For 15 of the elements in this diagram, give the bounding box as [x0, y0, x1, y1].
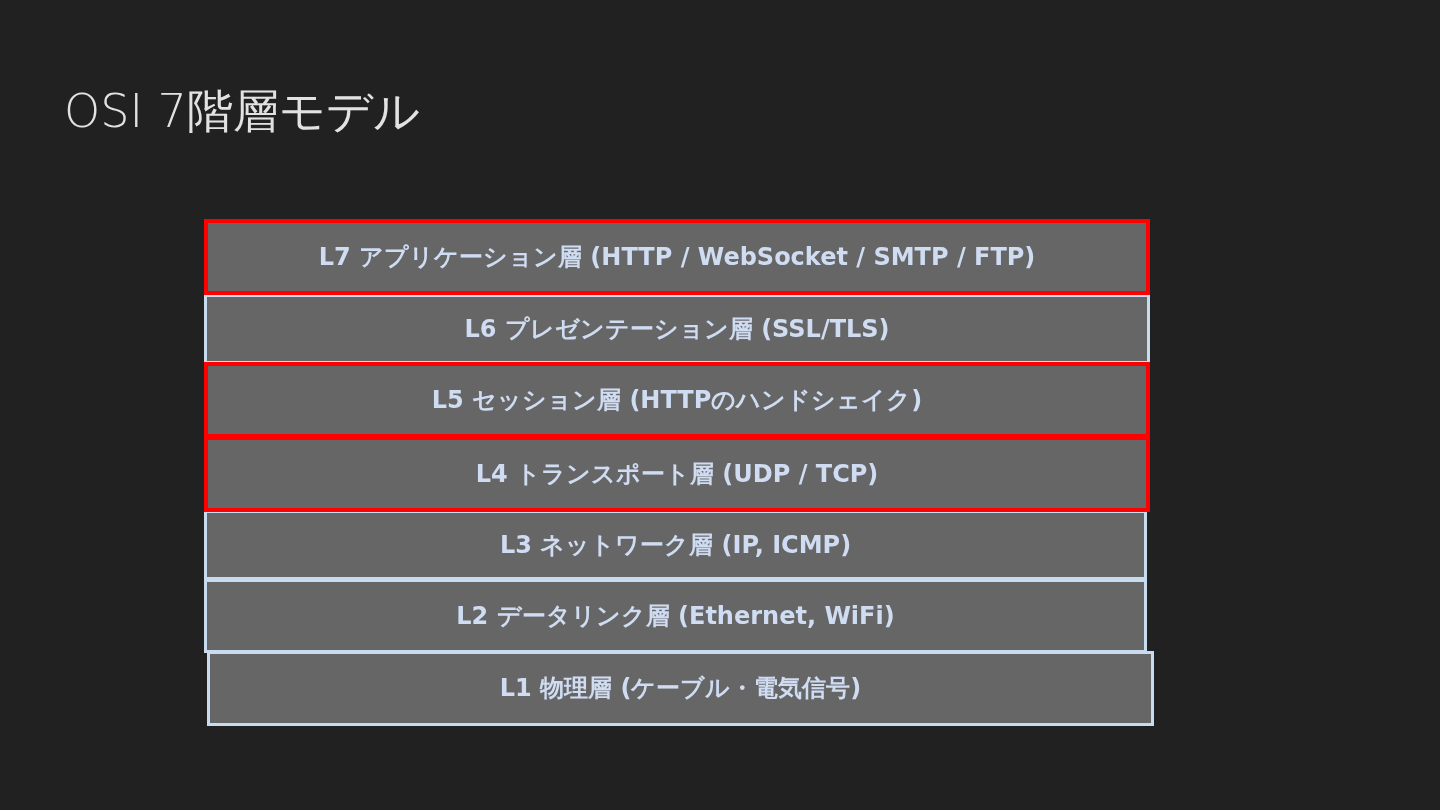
layer-label: L2 データリンク層 (Ethernet, WiFi): [456, 601, 895, 631]
layer-label: L1 物理層 (ケーブル・電気信号): [499, 674, 862, 703]
layer-label: L4 トランスポート層 (UDP / TCP): [475, 459, 879, 489]
layer-band: [204, 294, 1150, 364]
layer-band: [204, 510, 1147, 580]
layer-label: L6 プレゼンテーション層 (SSL/TLS): [464, 314, 890, 344]
layer-band: [204, 436, 1150, 512]
layer-label: L5 セッション層 (HTTPのハンドシェイク): [431, 385, 923, 415]
layer-label: L3 ネットワーク層 (IP, ICMP): [499, 530, 852, 560]
layer-label: L7 アプリケーション層 (HTTP / WebSocket / SMTP / FTP): [318, 242, 1036, 272]
layer-band: [204, 362, 1150, 438]
layer-band: [204, 219, 1150, 295]
layer-band: [204, 579, 1147, 653]
title: OSI 7階層モデル: [64, 84, 420, 140]
layer-band: [207, 651, 1154, 726]
